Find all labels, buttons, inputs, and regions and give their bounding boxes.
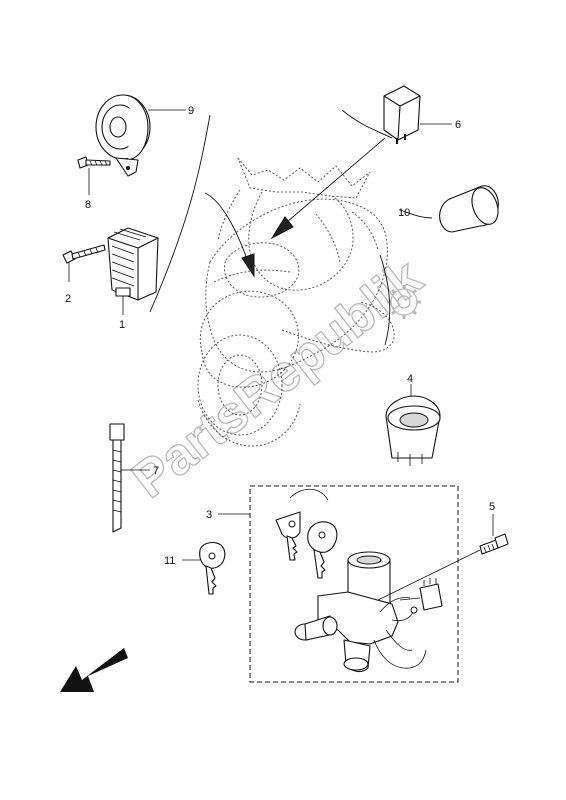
horn	[95, 94, 151, 177]
spare-key	[199, 541, 226, 595]
scooter-outline	[197, 157, 395, 447]
cable-tie	[109, 423, 125, 533]
left-guide-arc	[149, 114, 211, 313]
switch-screw	[479, 533, 509, 555]
gear-logo-icon	[387, 285, 421, 319]
main-switch-kit-box	[249, 485, 459, 683]
right-guide-arc	[341, 109, 393, 139]
callout-1: 1	[119, 319, 125, 331]
horn-screw	[77, 156, 111, 169]
front-direction-arrow-icon	[60, 648, 128, 692]
regulator-bolt	[62, 244, 106, 264]
right-lower-guide-arc	[379, 254, 391, 346]
callout-3: 3	[206, 509, 212, 521]
callout-8: 8	[85, 199, 91, 211]
callout-6: 6	[455, 119, 461, 131]
main-switch-keys	[275, 488, 338, 579]
grommet	[385, 395, 441, 466]
rectifier-regulator	[107, 227, 159, 301]
fuse-guide-line	[399, 209, 433, 219]
relay	[383, 85, 421, 144]
callout-2: 2	[65, 293, 71, 305]
fuse-cap	[439, 185, 499, 233]
arrow-right-to-body	[270, 137, 386, 240]
main-switch-lock	[294, 551, 443, 673]
arrow-left-to-body	[204, 192, 255, 278]
callout-7: 7	[153, 465, 159, 477]
callout-11: 11	[164, 555, 175, 567]
callout-10: 10	[398, 207, 410, 219]
callout-4: 4	[407, 373, 413, 385]
callout-5: 5	[489, 501, 495, 513]
watermark: PartsRepublik	[121, 248, 434, 510]
callout-9: 9	[188, 105, 194, 117]
watermark-text: PartsRepublik	[122, 248, 433, 509]
location-guides	[149, 109, 433, 346]
